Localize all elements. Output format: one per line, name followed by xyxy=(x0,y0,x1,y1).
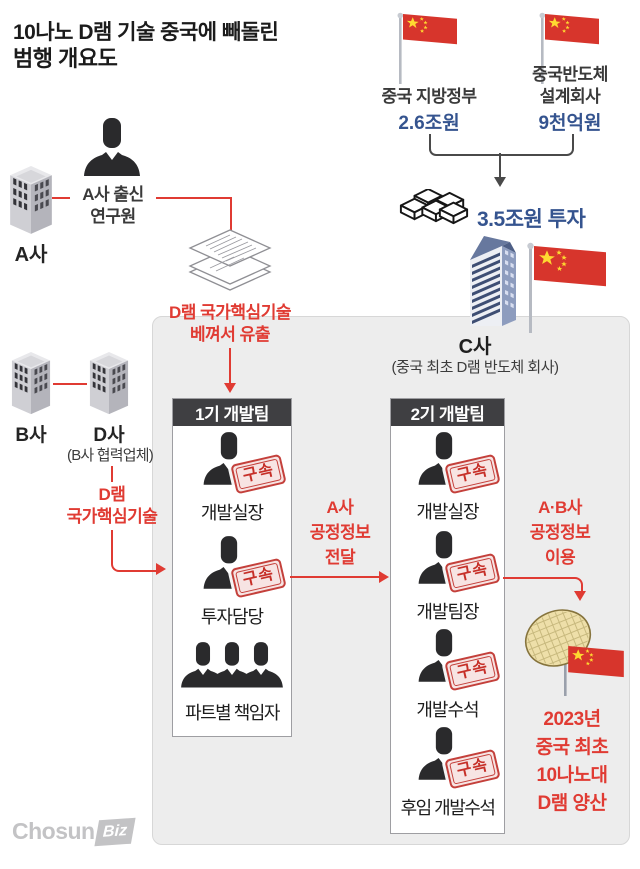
connector-researcher-to-docs xyxy=(156,197,232,199)
china-flag-icon xyxy=(527,242,606,333)
funding-source1-label: 중국 지방정부 xyxy=(381,87,477,106)
funding-source2-label-line2: 설계회사 xyxy=(539,87,601,106)
connector-a-to-researcher xyxy=(52,197,70,199)
result-line4: D램 양산 xyxy=(537,793,607,814)
leak-arrowhead-icon xyxy=(224,383,236,393)
company-d-building-icon xyxy=(89,352,129,415)
wafer-flag-icon xyxy=(524,604,628,698)
result-line3: 10나노대 xyxy=(536,765,608,786)
flow1-arrowhead-icon xyxy=(379,571,389,583)
company-c-building-icon xyxy=(470,236,516,326)
logo-biz-text: Biz xyxy=(102,821,128,841)
connector-b-to-d xyxy=(53,383,87,385)
flow2-line1: A·B사 xyxy=(538,498,582,517)
funding-source2-label-line1: 중국반도체 xyxy=(532,65,608,84)
company-c-desc: (중국 최초 D램 반도체 회사) xyxy=(391,359,560,376)
result-caption: 2023년 중국 최초 10나노대 D램 양산 xyxy=(512,706,632,818)
funding-bracket-connector xyxy=(429,134,574,156)
leak-label-line1: D램 국가핵심기술 xyxy=(169,303,291,322)
result-line1: 2023년 xyxy=(543,709,601,730)
documents-icon xyxy=(189,229,271,291)
tech-arrowhead-icon xyxy=(156,563,166,575)
tech-label-line1: D램 xyxy=(98,485,126,504)
connector-docs-drop xyxy=(230,197,232,231)
funding-source1-amount: 2.6조원 xyxy=(398,113,460,134)
tech-dash xyxy=(111,466,113,482)
logo-text: Chosun xyxy=(12,818,95,844)
flow2-line2: 공정정보 xyxy=(529,523,591,542)
team1-header: 1기 개발팀 xyxy=(173,399,291,426)
logo-biz-box: Biz xyxy=(94,817,136,846)
arrest-stamp-text: 구속 xyxy=(449,753,497,785)
company-a-name: A사 xyxy=(14,244,48,266)
researcher-person-icon xyxy=(84,118,140,176)
team2-column: 2기 개발팀 구속 개발실장 구속 개발팀장 구속 개발수석 구속 후임 개발수… xyxy=(390,398,505,834)
leak-arrow-stem xyxy=(229,348,231,384)
flow1-line1: A사 xyxy=(326,498,354,517)
member-role: 파트별 책임자 xyxy=(185,703,280,723)
page-title-line1: 10나노 D램 기술 중국에 빼돌린 xyxy=(13,21,279,44)
china-flag-icon xyxy=(539,12,599,84)
arrest-stamp-text: 구속 xyxy=(449,655,497,687)
page-title-line2: 범행 개요도 xyxy=(13,46,118,71)
company-b-name: B사 xyxy=(15,425,47,446)
member-role: 개발실장 xyxy=(200,503,264,523)
funding-arrow-stem xyxy=(499,153,501,178)
flow1-arrow-line xyxy=(290,576,380,578)
researcher-label-line2: 연구원 xyxy=(90,207,136,226)
member-role: 개발팀장 xyxy=(416,602,479,622)
funding-source2-amount: 9천억원 xyxy=(538,113,602,134)
flow2-elbow-connector xyxy=(503,577,583,595)
tech-elbow-connector xyxy=(111,530,161,572)
arrest-stamp-text: 구속 xyxy=(235,458,283,490)
result-line2: 중국 최초 xyxy=(535,737,609,758)
company-d-subtitle: (B사 협력업체) xyxy=(67,447,154,464)
china-flag-icon xyxy=(397,12,457,84)
team2-header: 2기 개발팀 xyxy=(391,399,504,426)
company-a-building-icon xyxy=(10,166,52,234)
arrest-stamp-text: 구속 xyxy=(449,458,497,490)
member-role: 개발실장 xyxy=(416,502,479,522)
company-d-name: D사 xyxy=(93,425,125,446)
member-role: 투자담당 xyxy=(200,607,264,627)
investment-label: 3.5조원 투자 xyxy=(477,208,586,231)
member-role: 후임 개발수석 xyxy=(400,798,496,818)
member-group-icon xyxy=(210,642,254,688)
flow1-line2: 공정정보 xyxy=(309,523,371,542)
team1-column: 1기 개발팀 구속 개발실장 구속 투자담당 파트별 책임자 xyxy=(172,398,292,737)
arrest-stamp-text: 구속 xyxy=(449,557,497,589)
company-b-building-icon xyxy=(11,352,51,415)
arrest-stamp-text: 구속 xyxy=(235,562,283,594)
flow2-line3: 이용 xyxy=(544,548,576,567)
company-c-name: C사 xyxy=(458,336,492,358)
chosunbiz-logo: Chosun Biz xyxy=(12,817,136,846)
tech-label-line2: 국가핵심기술 xyxy=(66,507,158,526)
flow2-arrowhead-icon xyxy=(574,591,586,601)
flow1-line3: 전달 xyxy=(324,548,356,567)
member-role: 개발수석 xyxy=(416,700,479,720)
leak-label-line2: 베껴서 유출 xyxy=(190,325,270,344)
funding-arrowhead-icon xyxy=(494,177,506,187)
researcher-label-line1: A사 출신 xyxy=(82,185,144,204)
